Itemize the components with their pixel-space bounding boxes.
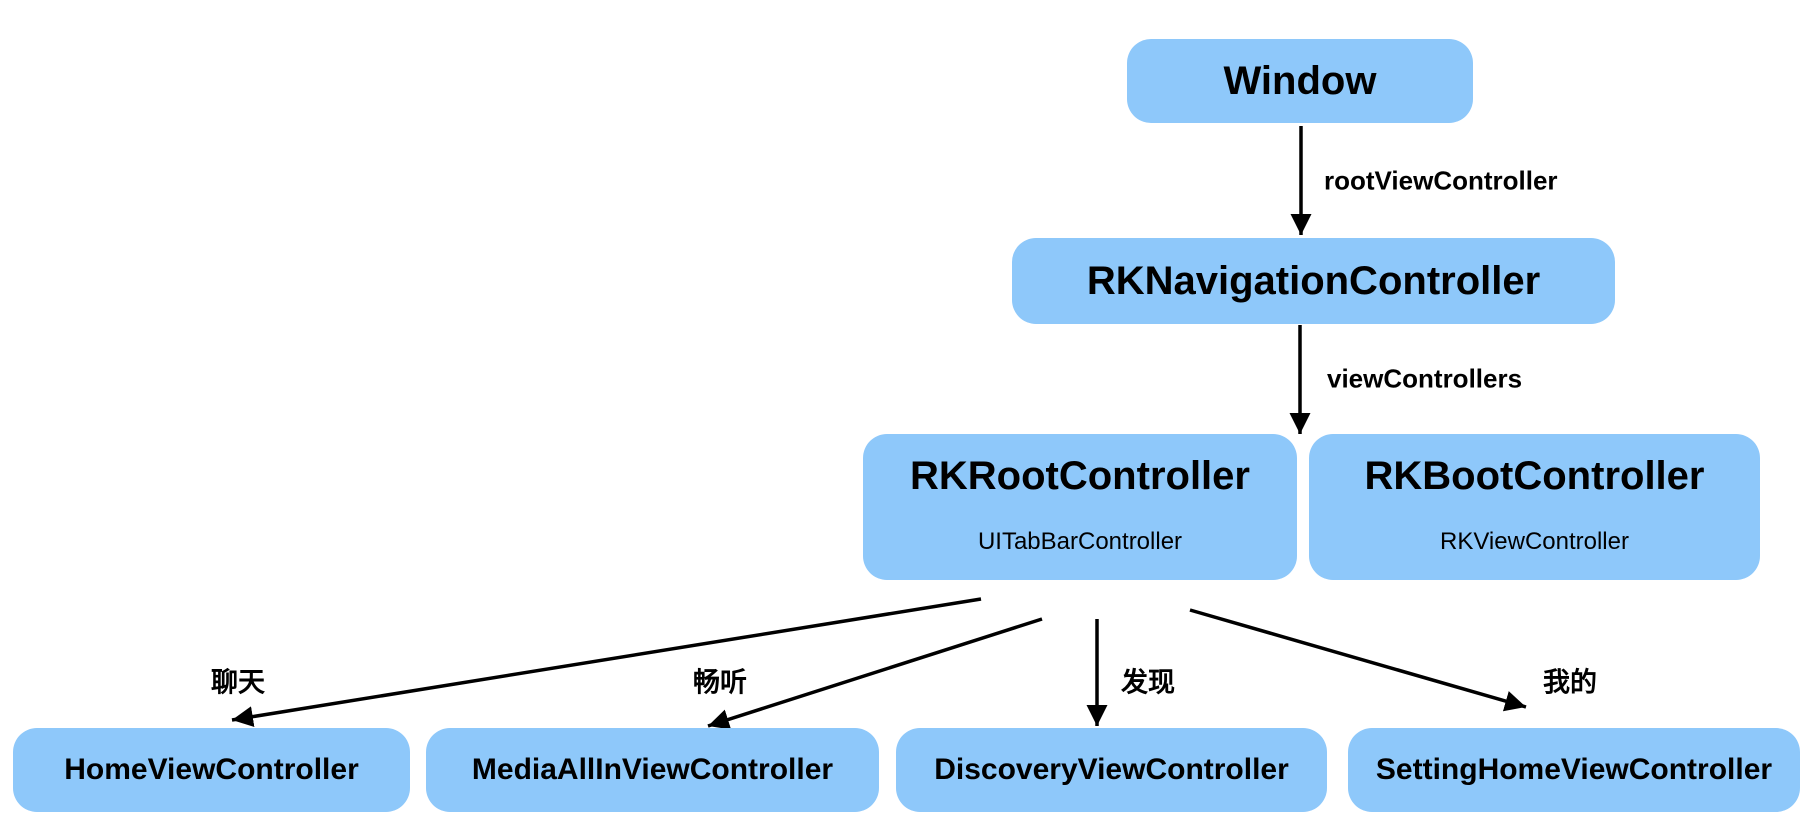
node-navigation-controller-label: RKNavigationController [1086, 258, 1541, 303]
edge-label-chat: 聊天 [211, 667, 265, 698]
node-root-controller-class: UITabBarController [977, 528, 1183, 555]
arrow-root-to-home [231, 597, 982, 728]
node-media-all-in-view-controller-label: MediaAllInViewController [471, 753, 834, 786]
node-home-view-controller: HomeViewController [13, 728, 410, 812]
node-boot-controller-label: RKBootController [1364, 454, 1705, 498]
arrow-root-to-setting [1189, 608, 1527, 712]
edge-label-discover: 发现 [1121, 667, 1175, 698]
edge-label-listen: 畅听 [693, 667, 747, 698]
node-boot-controller-class: RKViewController [1440, 528, 1629, 555]
node-root-controller: RKRootController UITabBarController [863, 434, 1297, 580]
node-setting-home-view-controller: SettingHomeViewController [1348, 728, 1800, 812]
node-boot-controller: RKBootController RKViewController [1309, 434, 1760, 580]
node-window: Window [1127, 39, 1473, 123]
arrow-root-to-media [707, 617, 1043, 730]
edge-label-root-view-controller: rootViewController [1324, 165, 1558, 196]
node-root-controller-label: RKRootController [910, 454, 1250, 498]
node-media-all-in-view-controller: MediaAllInViewController [426, 728, 879, 812]
node-home-view-controller-label: HomeViewController [64, 753, 359, 786]
node-setting-home-view-controller-label: SettingHomeViewController [1375, 753, 1773, 786]
edge-label-mine: 我的 [1543, 667, 1597, 698]
node-navigation-controller: RKNavigationController [1012, 238, 1615, 324]
edge-label-view-controllers: viewControllers [1327, 363, 1523, 394]
node-discovery-view-controller: DiscoveryViewController [896, 728, 1327, 812]
node-discovery-view-controller-label: DiscoveryViewController [934, 753, 1289, 786]
node-window-label: Window [1223, 58, 1377, 103]
